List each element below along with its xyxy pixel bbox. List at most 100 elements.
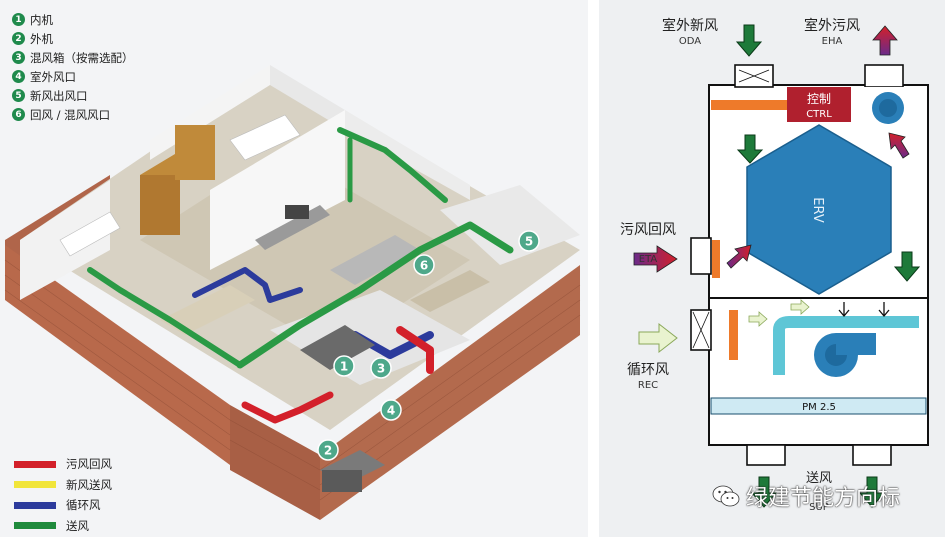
bed-north [229, 114, 301, 161]
pm25-label: PM 2.5 [802, 402, 836, 413]
legend-label: 送风 [66, 518, 89, 533]
legend-number: 3 [12, 51, 25, 64]
eta-port [690, 237, 712, 275]
legend-swatch-yellow [14, 481, 56, 489]
legend-label: 循环风 [66, 498, 101, 513]
kitchen-counter [410, 270, 490, 312]
duct-recirculation [192, 267, 303, 303]
oda-label: 室外新风 ODA [662, 18, 718, 47]
legend-label: 内机 [30, 12, 53, 27]
filter-top [711, 100, 789, 110]
legend-swatch-green [14, 522, 56, 530]
wall-north-east [270, 65, 345, 130]
arrow-inside-down [736, 134, 764, 164]
legend-exhaust: 污风回风 [14, 454, 112, 475]
duct-supply-west [87, 267, 243, 368]
flow-arrows-small [838, 302, 890, 318]
dining-table [160, 285, 255, 335]
erv-label: ERV [810, 197, 825, 223]
fresh-air-arrows [735, 24, 921, 508]
ctrl-label-cn: 控制 [807, 92, 831, 106]
apartment-illustration: 1 2 3 4 5 6 [4, 65, 581, 520]
wardrobe [140, 175, 180, 235]
arrow-eta [633, 245, 678, 273]
brick-wall-south [230, 405, 320, 520]
wall-east-top [345, 110, 470, 200]
duct-color-legend: 污风回风 新风送风 循环风 送风 [14, 454, 112, 536]
rec-flow-arrows [748, 299, 810, 327]
svg-text:3: 3 [377, 362, 385, 376]
marker-5: 5 [518, 230, 540, 252]
legend-label: 混风箱（按需选配） [30, 50, 134, 65]
marker-3: 3 [370, 357, 392, 379]
arrow-oda-down [735, 24, 763, 57]
supply-duct [773, 316, 919, 375]
eha-label: 室外污风 EHA [804, 18, 860, 47]
number-markers: 1 2 3 4 5 6 [317, 230, 540, 461]
legend-label: 污风回风 [66, 457, 112, 472]
arrow-eha-inside [888, 132, 910, 159]
legend-number: 6 [12, 108, 25, 121]
legend-item-fresh-air-outlet: 5 新风出风口 [12, 86, 134, 105]
legend-swatch-blue [14, 501, 56, 509]
legend-item-return-vent: 6 回风 / 混风风口 [12, 105, 134, 124]
filter-rec [729, 310, 738, 360]
marker-1: 1 [333, 355, 355, 377]
duct-supply-main [236, 221, 514, 369]
sup-port-right [852, 444, 892, 466]
marker-6: 6 [413, 254, 435, 276]
brick-texture [4, 259, 581, 501]
eha-port [864, 64, 904, 88]
svg-text:4: 4 [387, 404, 395, 418]
tv-cabinet [255, 205, 330, 250]
legend-label: 回风 / 混风风口 [30, 107, 111, 122]
pm25-filter [710, 397, 927, 415]
legend-number: 2 [12, 32, 25, 45]
svg-text:1: 1 [340, 360, 348, 374]
marker-4: 4 [380, 399, 402, 421]
arrow-eta-inside [726, 244, 752, 269]
apartment-diagram-panel: 1 2 3 4 5 6 1 [0, 0, 588, 537]
indoor-unit [300, 325, 375, 370]
legend-number: 1 [12, 13, 25, 26]
component-legend: 1 内机 2 外机 3 混风箱（按需选配） 4 室外风口 5 新风出风口 6 回… [12, 10, 134, 124]
legend-number: 5 [12, 89, 25, 102]
legend-number: 4 [12, 70, 25, 83]
legend-item-mixing-box: 3 混风箱（按需选配） [12, 48, 134, 67]
svg-text:5: 5 [525, 235, 533, 249]
legend-label: 新风出风口 [30, 88, 88, 103]
television [285, 205, 309, 219]
bed-west [59, 211, 121, 257]
erv-schematic: 控制 CTRL ERV PM 2.5 [633, 24, 929, 513]
arrow-sup-right [858, 476, 886, 508]
wall-bedroom-divider [210, 110, 345, 270]
outdoor-unit-body [322, 470, 362, 492]
arrow-right-down [893, 251, 921, 282]
svg-text:2: 2 [324, 444, 332, 458]
legend-label: 新风送风 [66, 477, 112, 492]
erv-core [746, 124, 892, 295]
duct-exhaust [241, 391, 334, 424]
sup-label: SUP [809, 502, 829, 513]
panel-divider [588, 0, 599, 537]
eta-label: 污风回风 ETA [620, 222, 676, 265]
arrow-rec [638, 322, 678, 354]
wardrobe-2 [175, 125, 215, 180]
legend-swatch-red [14, 460, 56, 468]
arrow-sup-left [750, 476, 778, 508]
sup-label-cn: 送风 [806, 471, 832, 486]
svg-text:6: 6 [420, 259, 428, 273]
arrow-eha-up [872, 25, 898, 56]
legend-item-indoor-unit: 1 内机 [12, 10, 134, 29]
legend-recirculation: 循环风 [14, 495, 112, 516]
erv-schematic-panel: 控制 CTRL ERV PM 2.5 [599, 0, 945, 537]
wechat-icon [712, 485, 740, 507]
watermark-text: 绿建节能方向标 [746, 486, 901, 511]
room-east [440, 185, 580, 265]
legend-fresh-supply: 新风送风 [14, 475, 112, 496]
legend-item-outdoor-vent: 4 室外风口 [12, 67, 134, 86]
control-box [787, 87, 851, 122]
marker-2: 2 [317, 439, 339, 461]
duct-exhaust-unit [396, 326, 434, 374]
legend-label: 室外风口 [30, 69, 76, 84]
